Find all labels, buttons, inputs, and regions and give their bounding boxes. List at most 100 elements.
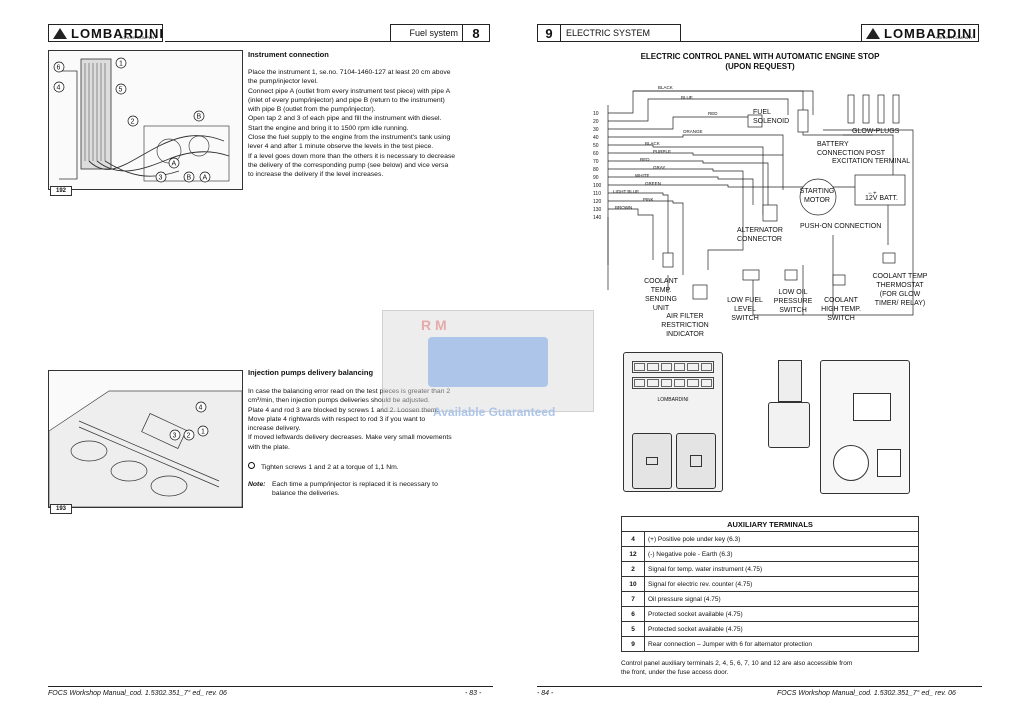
wire-color-label: BROWN [615,205,632,210]
terminal-number: 10 [593,111,599,117]
svg-text:4: 4 [199,405,203,412]
panel-key-switch[interactable] [632,433,672,489]
instr-line: with pipe B (outlet from the pump/inject… [248,106,376,114]
terminal-number: 70 [593,159,599,165]
terminal-number: 110 [593,191,601,197]
control-panel-rear [760,352,910,497]
left-header-rule [165,41,390,42]
label-starting-motor: STARTING MOTOR [799,188,835,204]
wire-color-label: WHITE [635,173,650,178]
rear-relay [833,445,869,481]
aux-row: 12(-) Negative pole - Earth (6.3) [621,546,919,562]
diagram-title: ELECTRIC CONTROL PANEL WITH AUTOMATIC EN… [640,52,880,71]
instr-line: to increase the delivery if the level in… [248,171,384,179]
wire-color-label: GREEN [645,181,661,186]
control-panel-front: LOMBARDINI [623,352,723,492]
label-coolant-thermostat: COOLANT TEMP THERMOSTAT (FOR GLOW TIMER/… [872,273,928,307]
balancing-text: In case the balancing error read on the … [248,387,493,452]
label-air-filter: AIR FILTER RESTRICTION INDICATOR [661,313,709,338]
label-battery: 12V BATT. [865,195,898,202]
figure-number-192: 192 [50,186,72,196]
terminal-number: 140 [593,215,602,221]
panel-fuse-door[interactable] [676,433,716,489]
aux-note: Control panel auxiliary terminals 2, 4, … [621,660,853,676]
label-low-oil: LOW OIL PRESSURE SWITCH [773,289,813,314]
svg-text:A: A [172,161,177,168]
right-section-number: 9 [537,24,561,42]
terminal-number: 130 [593,207,602,213]
instrument-connection-title: Instrument connection [248,50,329,59]
svg-text:2: 2 [131,119,135,126]
terminal-number: 40 [593,135,599,141]
wire-color-label: BLACK [645,141,660,146]
wire-color-label: ORANGE [683,129,703,134]
right-header-rule [681,41,861,42]
label-fuel-solenoid: FUEL SOLENOID [753,109,790,125]
battery-plus-minus: − + [868,191,877,197]
instr-line: the delivery of the corresponding pump (… [248,161,449,169]
right-brand-logo: LOMBARDINI KOHLER COMPANY [861,24,979,42]
wiring-diagram: 10 20 30 40 50 60 70 80 90 100 110 120 1… [593,85,914,316]
terminal-number: 90 [593,175,599,181]
right-footer-manual: FOCS Workshop Manual_cod. 1.5302.351_7° … [777,690,956,697]
left-section-number: 8 [462,24,490,42]
instr-line: lever 4 and after 1 minute observe the l… [248,143,434,151]
terminal-number: 30 [593,127,599,133]
rear-plug [768,402,810,448]
left-section-title-box: Fuel system [390,24,462,42]
terminal-number: 20 [593,119,599,125]
note-line: Each time a pump/injector is replaced it… [272,481,438,488]
lombardini-logo-icon [53,27,67,39]
left-section-title: Fuel system [409,28,458,38]
wire-color-label: BLACK [658,85,673,90]
label-alternator: ALTERNATOR CONNECTOR [737,227,783,243]
instr-line: If a level goes down more than the other… [248,152,456,160]
rear-connector [778,360,802,402]
wire-color-label: RED [640,157,650,162]
panel-indicator-row-1 [632,361,714,373]
svg-text:4: 4 [57,85,61,92]
watermark-text: Available Guaranteed [433,405,556,419]
panel-indicator-row-2 [632,377,714,389]
right-page: 9 ELECTRIC SYSTEM LOMBARDINI KOHLER COMP… [515,0,1030,727]
instr-line: the pump/injector level. [248,78,318,86]
right-page-number: - 84 - [537,690,554,697]
instr-line: (inlet of every pump/injector) and pipe … [248,96,445,104]
svg-text:6: 6 [57,65,61,72]
svg-text:3: 3 [173,433,177,440]
balancing-note: Note: Each time a pump/injector is repla… [248,480,493,499]
label-battery-post: BATTERY CONNECTION POST [817,141,886,157]
figure-delivery-balancing: 4 3 2 1 [48,370,243,508]
right-section-title: ELECTRIC SYSTEM [566,28,651,38]
bal-line: Move plate 4 rightwards with respect to … [248,415,426,423]
bal-line: Plate 4 and rod 3 are blocked by screws … [248,406,439,414]
terminal-number: 50 [593,143,599,149]
instr-line: Start the engine and bring it to 1500 rp… [248,124,409,132]
instr-line: Connect pipe A (outlet from every instru… [248,87,451,95]
terminal-number: 60 [593,151,599,157]
key-icon [690,455,702,467]
wire-color-label: RED [708,111,718,116]
instrument-connection-illustration: 6 1 4 5 2 B A 3 B A [53,57,230,183]
terminal-number: 100 [593,183,602,189]
instr-line: Close the fuel supply to the engine from… [248,134,451,142]
rear-housing [820,360,910,494]
svg-text:2: 2 [187,433,191,440]
note-line: balance the deliveries. [272,490,340,498]
instr-line: Place the instrument 1, se.no. 7104-1460… [248,69,451,76]
figure-instrument-connection: 6 1 4 5 2 B A 3 B A [48,50,243,190]
wire-color-label: PINK [643,197,654,202]
watermark: R M Available Guaranteed [382,310,594,419]
fuse-icon [646,457,658,465]
svg-text:5: 5 [119,87,123,94]
bal-line: In case the balancing error read on the … [248,388,451,395]
instr-line: Open tap 2 and 3 of each pipe and fill t… [248,115,442,123]
terminal-number: 120 [593,199,602,205]
bal-line: cm³/min, then injection pumps deliveries… [248,397,430,405]
